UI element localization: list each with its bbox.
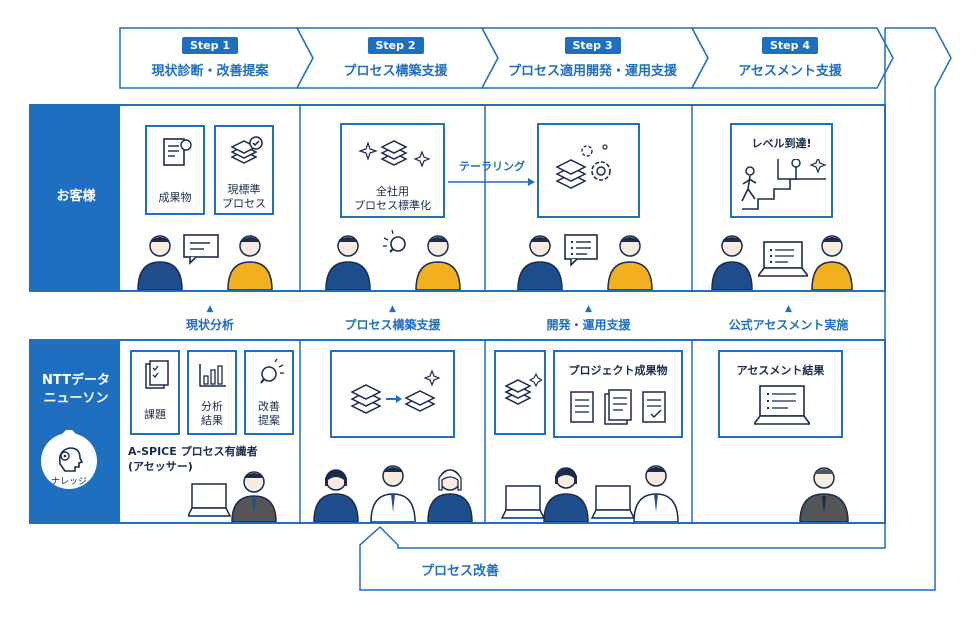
process-build-card (330, 350, 455, 438)
assessment-result-card: アセスメント結果 (718, 350, 843, 438)
bulb-icon (260, 358, 284, 384)
step-2-title: プロセス構築支援 (343, 64, 448, 79)
customer-people-step4 (711, 235, 853, 290)
mid-label-2-text: プロセス構築支援 (344, 317, 441, 332)
project-deliverables-card: プロジェクト成果物 (553, 350, 683, 438)
assessor-person (799, 467, 849, 522)
step-1: Step 1 現状診断・改善提案 (120, 28, 300, 88)
proposal-label: 改善 提案 (246, 400, 292, 428)
bar-chart-icon (199, 364, 226, 387)
applied-process-card (537, 123, 640, 218)
knowledge-label: ナレッジ (50, 477, 87, 487)
knowledge-bubble: ナレッジ (38, 427, 100, 492)
company-standard-label: 全社用 プロセス標準化 (342, 185, 443, 213)
lightbulb-icon (383, 229, 406, 253)
customer-row-label: お客様 (56, 189, 96, 204)
layers-arrow-icon (350, 369, 441, 414)
proposal-line2: 提案 (258, 414, 280, 427)
laptop-icon (758, 241, 808, 277)
checklist-chat-icon (564, 234, 598, 267)
customer-label-fill (30, 105, 120, 291)
layers-sparkle-icon (358, 140, 431, 168)
analysis-card: 分析 結果 (187, 350, 237, 435)
step-3: Step 3 プロセス適用開発・運用支援 (490, 28, 695, 88)
step-4-chevron (690, 27, 894, 89)
laptop-icon (754, 385, 810, 425)
assessor-with-laptop (188, 471, 277, 522)
clipboard-icon (145, 360, 169, 389)
step-3-badge: Step 3 (564, 37, 621, 54)
customer-people-step1 (137, 235, 273, 290)
customer-people-step3 (517, 235, 653, 290)
step-1-badge: Step 1 (182, 37, 238, 54)
up-arrow-icon: ▲ (206, 303, 214, 314)
layers-gear-icon (555, 144, 611, 189)
ntt-team-step3 (500, 465, 679, 522)
layers-card (494, 350, 546, 435)
assessor-caption: A-SPICE プロセス有識者 (アセッサー) (128, 444, 298, 474)
step-4-badge: Step 4 (762, 37, 818, 54)
document-icon (570, 389, 666, 425)
chat-icon (183, 234, 219, 265)
current-process-line2: プロセス (222, 197, 266, 210)
mid-label-1-text: 現状分析 (185, 317, 234, 332)
issues-label: 課題 (144, 408, 166, 421)
current-process-label: 現標準 プロセス (216, 183, 272, 211)
mid-label-4-text: 公式アセスメント実施 (728, 317, 849, 332)
level-reached-card: レベル到達! (730, 123, 833, 218)
step-2: Step 2 プロセス構築支援 (303, 28, 488, 88)
project-deliverables-title: プロジェクト成果物 (568, 364, 668, 377)
certificate-doc-icon (163, 138, 192, 166)
mid-label-3: ▲ 開発・運用支援 (485, 300, 692, 336)
ntt-label-line2: ニューソン (43, 391, 109, 406)
ntt-label-fill (30, 340, 120, 523)
up-arrow-icon: ▲ (785, 303, 792, 314)
step-4-title: アセスメント支援 (738, 64, 842, 79)
ntt-team-step2 (313, 465, 473, 522)
current-process-card: 現標準 プロセス (214, 125, 274, 215)
current-process-line1: 現標準 (227, 183, 261, 196)
analysis-line1: 分析 (201, 400, 223, 413)
layers-check-icon (230, 136, 263, 164)
stairs-climber-icon (741, 159, 827, 210)
company-standard-card: 全社用 プロセス標準化 (340, 123, 445, 218)
mid-label-1: ▲ 現状分析 (120, 300, 300, 336)
issues-card: 課題 (130, 350, 180, 435)
up-arrow-icon: ▲ (389, 303, 396, 314)
loop-arrow-right (359, 27, 952, 591)
process-improvement-label: プロセス改善 (420, 564, 499, 579)
deliverable-label: 成果物 (158, 191, 192, 204)
up-arrow-icon: ▲ (585, 303, 592, 314)
mid-label-3-text: 開発・運用支援 (546, 317, 631, 332)
customer-people-step2 (325, 235, 461, 290)
analysis-label: 分析 結果 (189, 400, 235, 428)
analysis-line2: 結果 (201, 414, 223, 427)
step-3-title: プロセス適用開発・運用支援 (507, 64, 677, 79)
assessment-result-title: アセスメント結果 (736, 364, 825, 377)
mid-label-2: ▲ プロセス構築支援 (300, 300, 485, 336)
tailoring-label: テーラリング (459, 160, 525, 173)
deliverable-card: 成果物 (145, 125, 205, 215)
step-2-badge: Step 2 (367, 37, 424, 54)
ntt-label-line1: NTTデータ (42, 373, 110, 388)
level-reached-title: レベル到達! (751, 137, 812, 150)
ntt-row-label: NTTデータ ニューソン (32, 372, 120, 408)
assessor-line1: A-SPICE プロセス有識者 (128, 445, 258, 458)
proposal-line1: 改善 (258, 400, 280, 413)
proposal-card: 改善 提案 (244, 350, 294, 435)
company-standard-line1: 全社用 (376, 185, 409, 198)
company-standard-line2: プロセス標準化 (354, 199, 431, 212)
mid-label-4: ▲ 公式アセスメント実施 (692, 300, 885, 336)
step-1-title: 現状診断・改善提案 (151, 64, 269, 79)
head-gear-icon (41, 427, 97, 489)
step-4: Step 4 アセスメント支援 (700, 28, 880, 88)
assessor-line2: (アセッサー) (128, 460, 193, 473)
layers-sparkle-icon (504, 372, 542, 405)
